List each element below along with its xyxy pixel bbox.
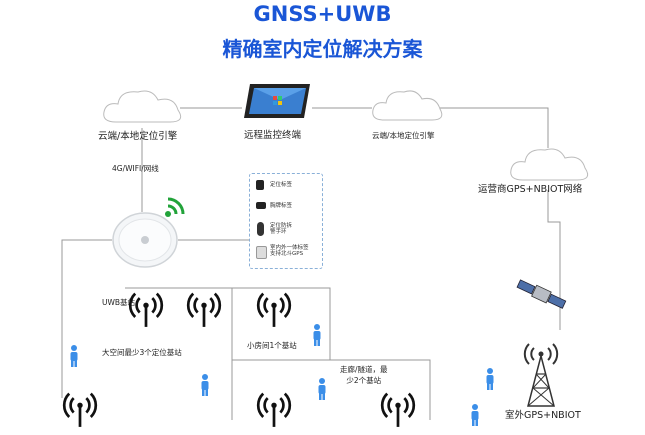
cloud-right-icon bbox=[510, 148, 589, 181]
diagram-title-line2: 精确室内定位解决方案 bbox=[222, 37, 423, 61]
antenna-icon bbox=[186, 288, 222, 328]
person-icon bbox=[470, 404, 480, 426]
person-icon bbox=[485, 368, 495, 390]
outdoor-label: 室外GPS+NBIOT bbox=[505, 410, 581, 421]
person-icon bbox=[312, 324, 322, 346]
zone-small-room-label: 小房间1个基站 bbox=[247, 341, 297, 350]
cloud-left-icon bbox=[103, 90, 182, 123]
antenna-icon bbox=[256, 388, 292, 428]
person-icon bbox=[317, 378, 327, 400]
tablet-terminal-icon bbox=[244, 84, 310, 118]
antenna-icon bbox=[256, 288, 292, 328]
cloud-left-label: 云端/本地定位引擎 bbox=[98, 131, 178, 142]
cloud-right-label: 运营商GPS+NBIOT网络 bbox=[478, 184, 583, 195]
cloud-middle-icon bbox=[372, 90, 443, 121]
person-icon bbox=[69, 345, 79, 367]
person-icon bbox=[200, 374, 210, 396]
combo-tag-icon bbox=[256, 246, 267, 259]
antenna-icon bbox=[62, 388, 98, 428]
locator-tag-icon bbox=[256, 180, 264, 190]
wifi-icon bbox=[165, 197, 185, 217]
cell-tower-icon bbox=[523, 343, 559, 407]
uwb-label: UWB基站 bbox=[102, 298, 136, 307]
zone-large-label: 大空间最少3个定位基站 bbox=[102, 348, 182, 357]
antenna-icon bbox=[380, 388, 416, 428]
terminal-label: 远程监控终端 bbox=[244, 130, 302, 141]
tag-list-box bbox=[249, 173, 323, 269]
diagram-title-line1: GNSS+UWB bbox=[253, 2, 392, 26]
link-label: 4G/WIFI/网线 bbox=[112, 164, 159, 173]
tag-list: 定位标签 胸牌标签 定位防拆 警手环 室内外一体标签 支持北斗GPS bbox=[256, 178, 318, 266]
antenna-icon bbox=[128, 288, 164, 328]
satellite-icon bbox=[516, 279, 567, 309]
cloud-middle-label: 云端/本地定位引擎 bbox=[372, 131, 435, 140]
uwb-base-station-icon bbox=[112, 212, 178, 268]
wristband-tag-icon bbox=[257, 222, 264, 236]
badge-tag-icon bbox=[256, 202, 266, 209]
zone-corridor-label: 走廊/隧道，最 少2个基站 bbox=[340, 365, 388, 385]
